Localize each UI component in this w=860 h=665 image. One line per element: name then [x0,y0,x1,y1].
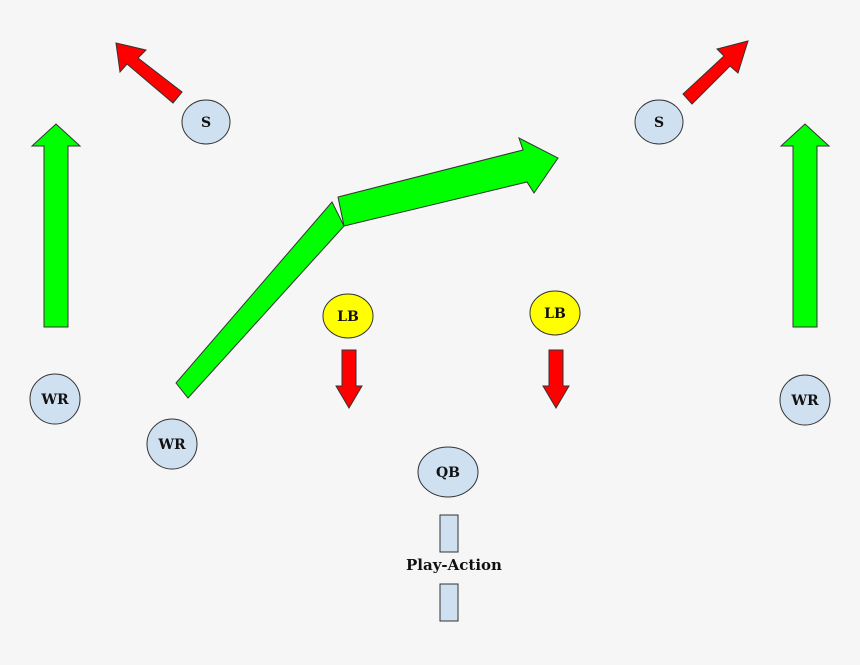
player-s-left: S [181,99,231,145]
player-label: QB [436,465,460,481]
player-label: S [201,115,211,131]
player-label: LB [337,309,359,325]
lb-right-drop-arrow [542,349,570,409]
play-action-bar-top [439,514,459,553]
player-qb: QB [417,446,479,498]
safety-left-move-arrow [115,42,183,104]
player-s-right: S [634,99,684,145]
player-lb-left: LB [322,293,374,339]
player-wr-slot: WR [146,418,198,470]
route-arrow-slot-wr-stem [175,201,345,399]
player-label: WR [157,437,186,453]
safety-right-move-arrow [682,40,749,105]
player-label: S [654,115,664,131]
lb-left-drop-arrow [335,349,363,409]
player-lb-right: LB [529,290,581,336]
player-label: WR [790,393,819,409]
player-wr-left: WR [29,373,81,425]
route-arrow-left-wr [30,123,82,328]
play-action-bar-bottom [439,583,459,622]
player-label: LB [544,306,566,322]
player-wr-right: WR [779,374,831,426]
route-arrow-right-wr [779,123,831,328]
play-action-label: Play-Action [406,556,502,574]
player-label: WR [40,392,69,408]
route-arrow-slot-wr-break [337,136,559,227]
